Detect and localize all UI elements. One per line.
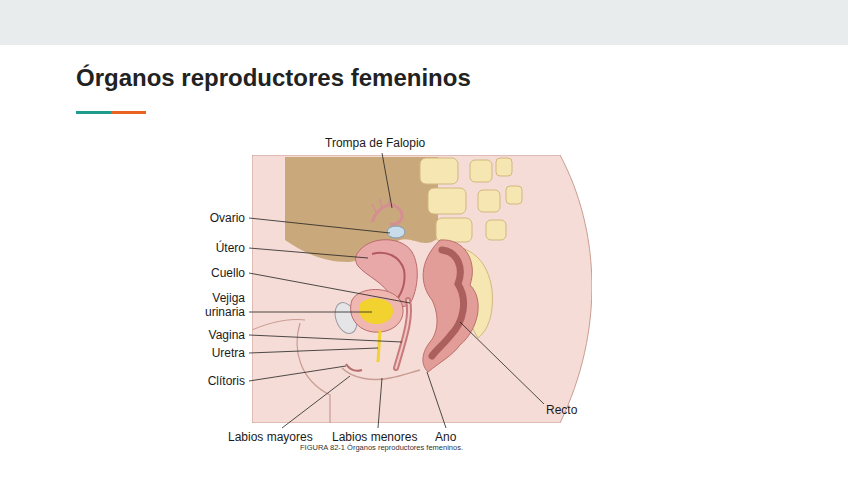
illustration-shape [285, 157, 438, 262]
part-label: Recto [546, 403, 577, 417]
illustration-shape [249, 366, 346, 381]
illustration-shape [420, 158, 458, 184]
part-label: Vejiga urinaria [193, 291, 245, 319]
accent-bar [76, 111, 111, 114]
illustration-shape [351, 290, 403, 333]
illustration-shape [249, 348, 378, 353]
part-label: Labios menores [332, 430, 417, 444]
illustration-shape [478, 190, 500, 212]
part-label: Útero [216, 241, 245, 255]
illustration-shape [460, 322, 544, 404]
illustration-shape [346, 364, 362, 371]
illustration-shape [282, 376, 350, 428]
illustration-shape [252, 155, 592, 423]
illustration-shape [249, 248, 368, 258]
leader-lines [249, 153, 544, 428]
top-band [0, 0, 848, 45]
illustration-shape [506, 186, 522, 204]
illustration-shape [486, 220, 506, 240]
illustration-shape [252, 319, 305, 330]
part-label: Ovario [210, 211, 245, 225]
illustration-shape [249, 335, 402, 342]
illustration-shape [396, 300, 409, 368]
illustration-shape [423, 240, 478, 372]
part-label: Labios mayores [228, 430, 313, 444]
illustration-body [252, 155, 592, 423]
illustration-shape [252, 155, 592, 423]
illustration-shape [382, 153, 392, 208]
illustration-shape [436, 218, 472, 242]
illustration-shape [387, 226, 405, 238]
illustration-shape [470, 160, 492, 182]
slide-title: Órganos reproductores femeninos [76, 64, 471, 92]
illustration-shape [428, 188, 466, 214]
illustration-shape [496, 158, 512, 176]
illustration-shape [378, 378, 382, 428]
illustration-shape [359, 298, 393, 324]
illustration-shape [372, 198, 390, 212]
part-label: Clítoris [208, 374, 245, 388]
illustration-shape [372, 205, 402, 224]
illustration-shape [378, 330, 380, 362]
illustration-shape [249, 273, 410, 303]
part-label: Uretra [212, 346, 245, 360]
illustration-shape [249, 312, 372, 313]
illustration-shape [432, 250, 464, 356]
part-label: Cuello [211, 266, 245, 280]
part-label: Vagina [209, 328, 245, 342]
accent-bar [111, 111, 146, 114]
illustration-shape [249, 218, 390, 233]
figure-caption: FIGURA 82-1 Órganos reproductores femeni… [300, 443, 463, 452]
part-label: Trompa de Falopio [325, 136, 425, 150]
illustration-shape [427, 372, 446, 428]
part-label: Ano [435, 430, 456, 444]
illustration-shape [396, 300, 409, 368]
